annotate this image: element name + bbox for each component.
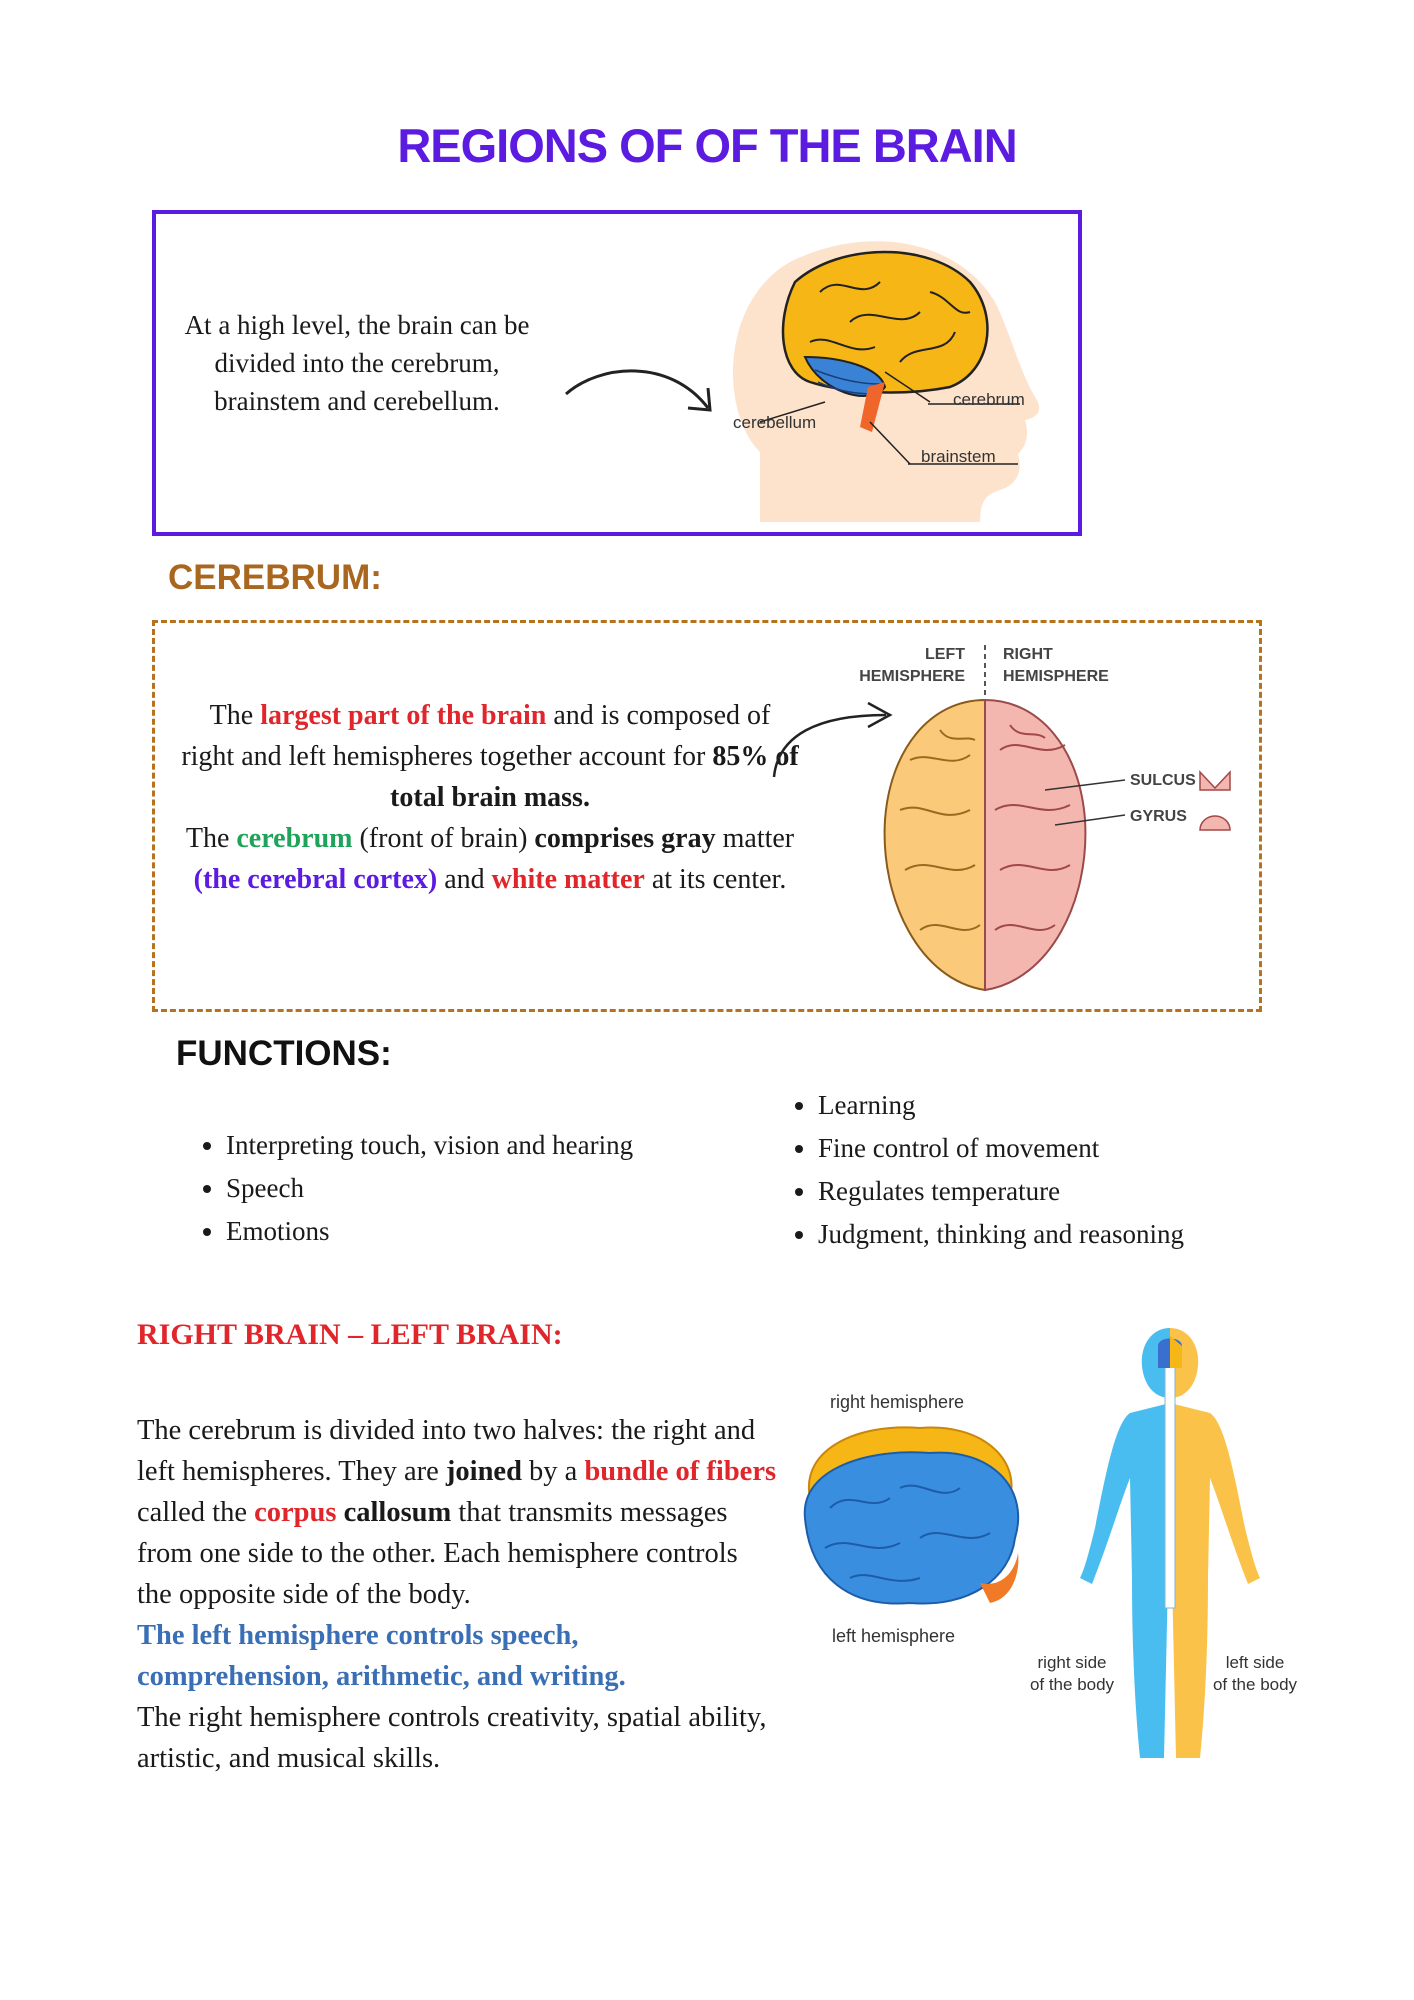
list-item: Speech <box>226 1167 633 1210</box>
arrow-icon <box>565 369 712 412</box>
list-item: Learning <box>818 1084 1184 1127</box>
cerebrum-text: The largest part of the brain and is com… <box>181 700 799 895</box>
hemispheres-illustration <box>883 645 1231 992</box>
functions-list-left: Interpreting touch, vision and hearing S… <box>200 1124 633 1253</box>
left-hemisphere-caption: left hemisphere <box>832 1626 956 1646</box>
list-item: Interpreting touch, vision and hearing <box>226 1124 633 1167</box>
cerebrum-heading: CEREBRUM: <box>168 558 382 597</box>
cerebrum-label: cerebrum <box>953 390 1025 409</box>
list-item: Regulates temperature <box>818 1170 1184 1213</box>
two-hemispheres-illustration <box>803 1426 1020 1605</box>
intro-box <box>152 210 1082 536</box>
list-item: Fine control of movement <box>818 1127 1184 1170</box>
arrow-icon <box>772 701 893 778</box>
cerebellum-label: cerebellum <box>733 413 817 432</box>
right-left-text: The cerebrum is divided into two halves:… <box>137 1415 777 1774</box>
gyrus-label: GYRUS <box>1130 808 1187 825</box>
intro-text: At a high level, the brain can be divide… <box>184 310 530 416</box>
list-item: Emotions <box>226 1210 633 1253</box>
functions-list-right: Learning Fine control of movement Regula… <box>792 1084 1184 1256</box>
page-title: REGIONS OF OF THE BRAIN <box>397 119 1017 172</box>
sulcus-label: SULCUS <box>1130 772 1196 789</box>
right-hemisphere-caption: right hemisphere <box>830 1392 965 1412</box>
cerebrum-box <box>152 620 1262 1012</box>
functions-heading: FUNCTIONS: <box>176 1034 392 1073</box>
brainstem-label: brainstem <box>921 447 996 466</box>
right-left-heading: RIGHT BRAIN – LEFT BRAIN: <box>137 1318 563 1351</box>
head-brain-illustration <box>732 241 1040 522</box>
body-illustration <box>1080 1328 1260 1758</box>
list-item: Judgment, thinking and reasoning <box>818 1213 1184 1256</box>
